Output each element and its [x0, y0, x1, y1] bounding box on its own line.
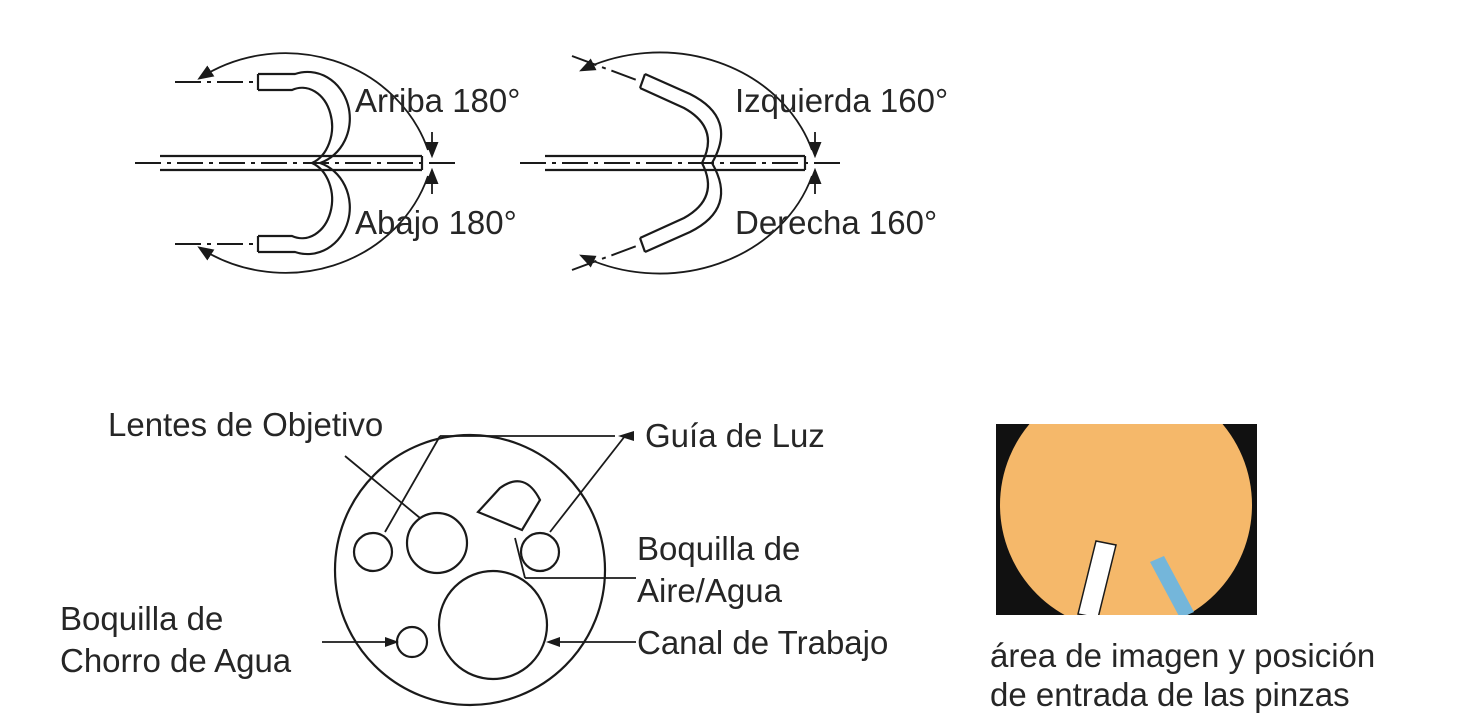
image-area-caption-line2: de entrada de las pinzas — [990, 676, 1350, 713]
downward-bend — [258, 161, 351, 256]
right-rotation-arrow — [579, 175, 813, 275]
label-water-jet-nozzle-line2: Chorro de Agua — [60, 642, 292, 679]
image-area-caption-line1: área de imagen y posición — [990, 637, 1375, 674]
bending-diagram-left-right: Izquierda 160° Derecha 160° — [520, 51, 948, 275]
label-air-water-nozzle-line1: Boquilla de — [637, 530, 800, 567]
left-bend — [644, 72, 723, 164]
down-rotation-arrow — [197, 175, 429, 274]
label-right-160: Derecha 160° — [735, 204, 937, 241]
label-light-guide: Guía de Luz — [645, 417, 825, 454]
label-up-180: Arriba 180° — [355, 82, 520, 119]
label-left-160: Izquierda 160° — [735, 82, 948, 119]
bending-diagram-up-down: Arriba 180° Abajo 180° — [135, 52, 520, 274]
image-area-diagram: área de imagen y posición de entrada de … — [990, 424, 1375, 713]
air-water-nozzle — [476, 480, 542, 532]
forceps-blue-indicator — [1150, 556, 1194, 615]
up-rotation-arrow — [197, 52, 429, 151]
light-guide-right — [519, 531, 561, 573]
objective-lens — [405, 511, 469, 575]
tip-face-outline — [333, 433, 607, 707]
left-rotation-arrow — [579, 51, 813, 151]
label-water-jet-nozzle-line1: Boquilla de — [60, 600, 223, 637]
right-bend — [644, 162, 723, 254]
label-down-180: Abajo 180° — [355, 204, 517, 241]
upward-bend — [258, 70, 351, 165]
image-field — [1000, 424, 1252, 615]
label-working-channel: Canal de Trabajo — [637, 624, 888, 661]
label-air-water-nozzle-line2: Aire/Agua — [637, 572, 783, 609]
working-channel — [437, 569, 549, 681]
light-guide-left — [352, 531, 394, 573]
distal-tip-diagram: Lentes de Objetivo Guía de Luz Boquilla … — [60, 406, 888, 707]
forceps-white-indicator — [1077, 540, 1117, 615]
label-objective-lens: Lentes de Objetivo — [108, 406, 383, 443]
water-jet-nozzle — [395, 625, 429, 659]
